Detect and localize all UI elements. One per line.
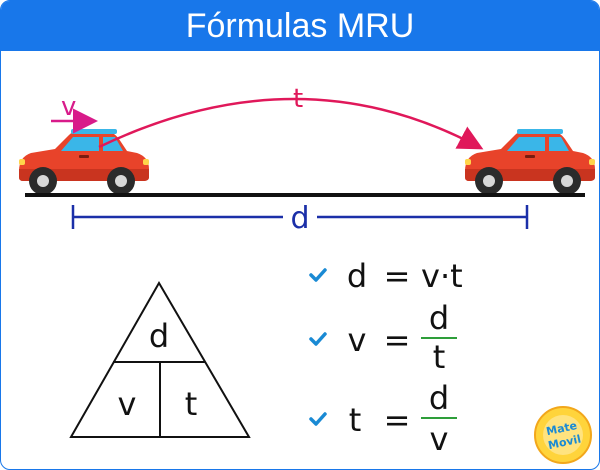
formula-velocity: v = d t <box>309 299 457 376</box>
check-icon <box>309 332 327 346</box>
formula-3-equals: = <box>384 401 411 439</box>
triangle-top-label: d <box>149 317 169 355</box>
triangle-bottom-left-label: v <box>118 385 137 423</box>
velocity-label: v <box>61 92 76 122</box>
logo-line-1: Mate <box>545 419 578 438</box>
formula-2-equals: = <box>384 321 411 359</box>
formula-2-lhs: v <box>348 321 367 359</box>
time-label: t <box>293 84 303 114</box>
formula-2-numerator: d <box>429 299 449 337</box>
formula-1-rhs: v·t <box>421 257 463 295</box>
logo-badge: Mate Movil <box>534 406 592 464</box>
check-icon <box>309 268 327 282</box>
time-arc <box>98 97 484 150</box>
formula-1-equals: = <box>384 257 411 295</box>
formula-time: t = d v <box>309 379 457 458</box>
formula-2-denominator: t <box>433 338 446 376</box>
formula-3-numerator: d <box>429 379 449 417</box>
page-title: Fórmulas MRU <box>1 1 599 51</box>
road-line <box>25 193 585 197</box>
formula-distance: d = v·t <box>309 257 463 295</box>
check-icon <box>309 412 327 426</box>
triangle-bottom-right-label: t <box>185 385 198 423</box>
car-icon <box>465 129 595 195</box>
formula-3-denominator: v <box>430 420 449 458</box>
formula-triangle: d v t <box>69 281 251 438</box>
car-icon <box>19 129 149 195</box>
formula-3-lhs: t <box>349 401 362 439</box>
formula-1-lhs: d <box>347 257 367 295</box>
distance-label: d <box>290 201 309 236</box>
